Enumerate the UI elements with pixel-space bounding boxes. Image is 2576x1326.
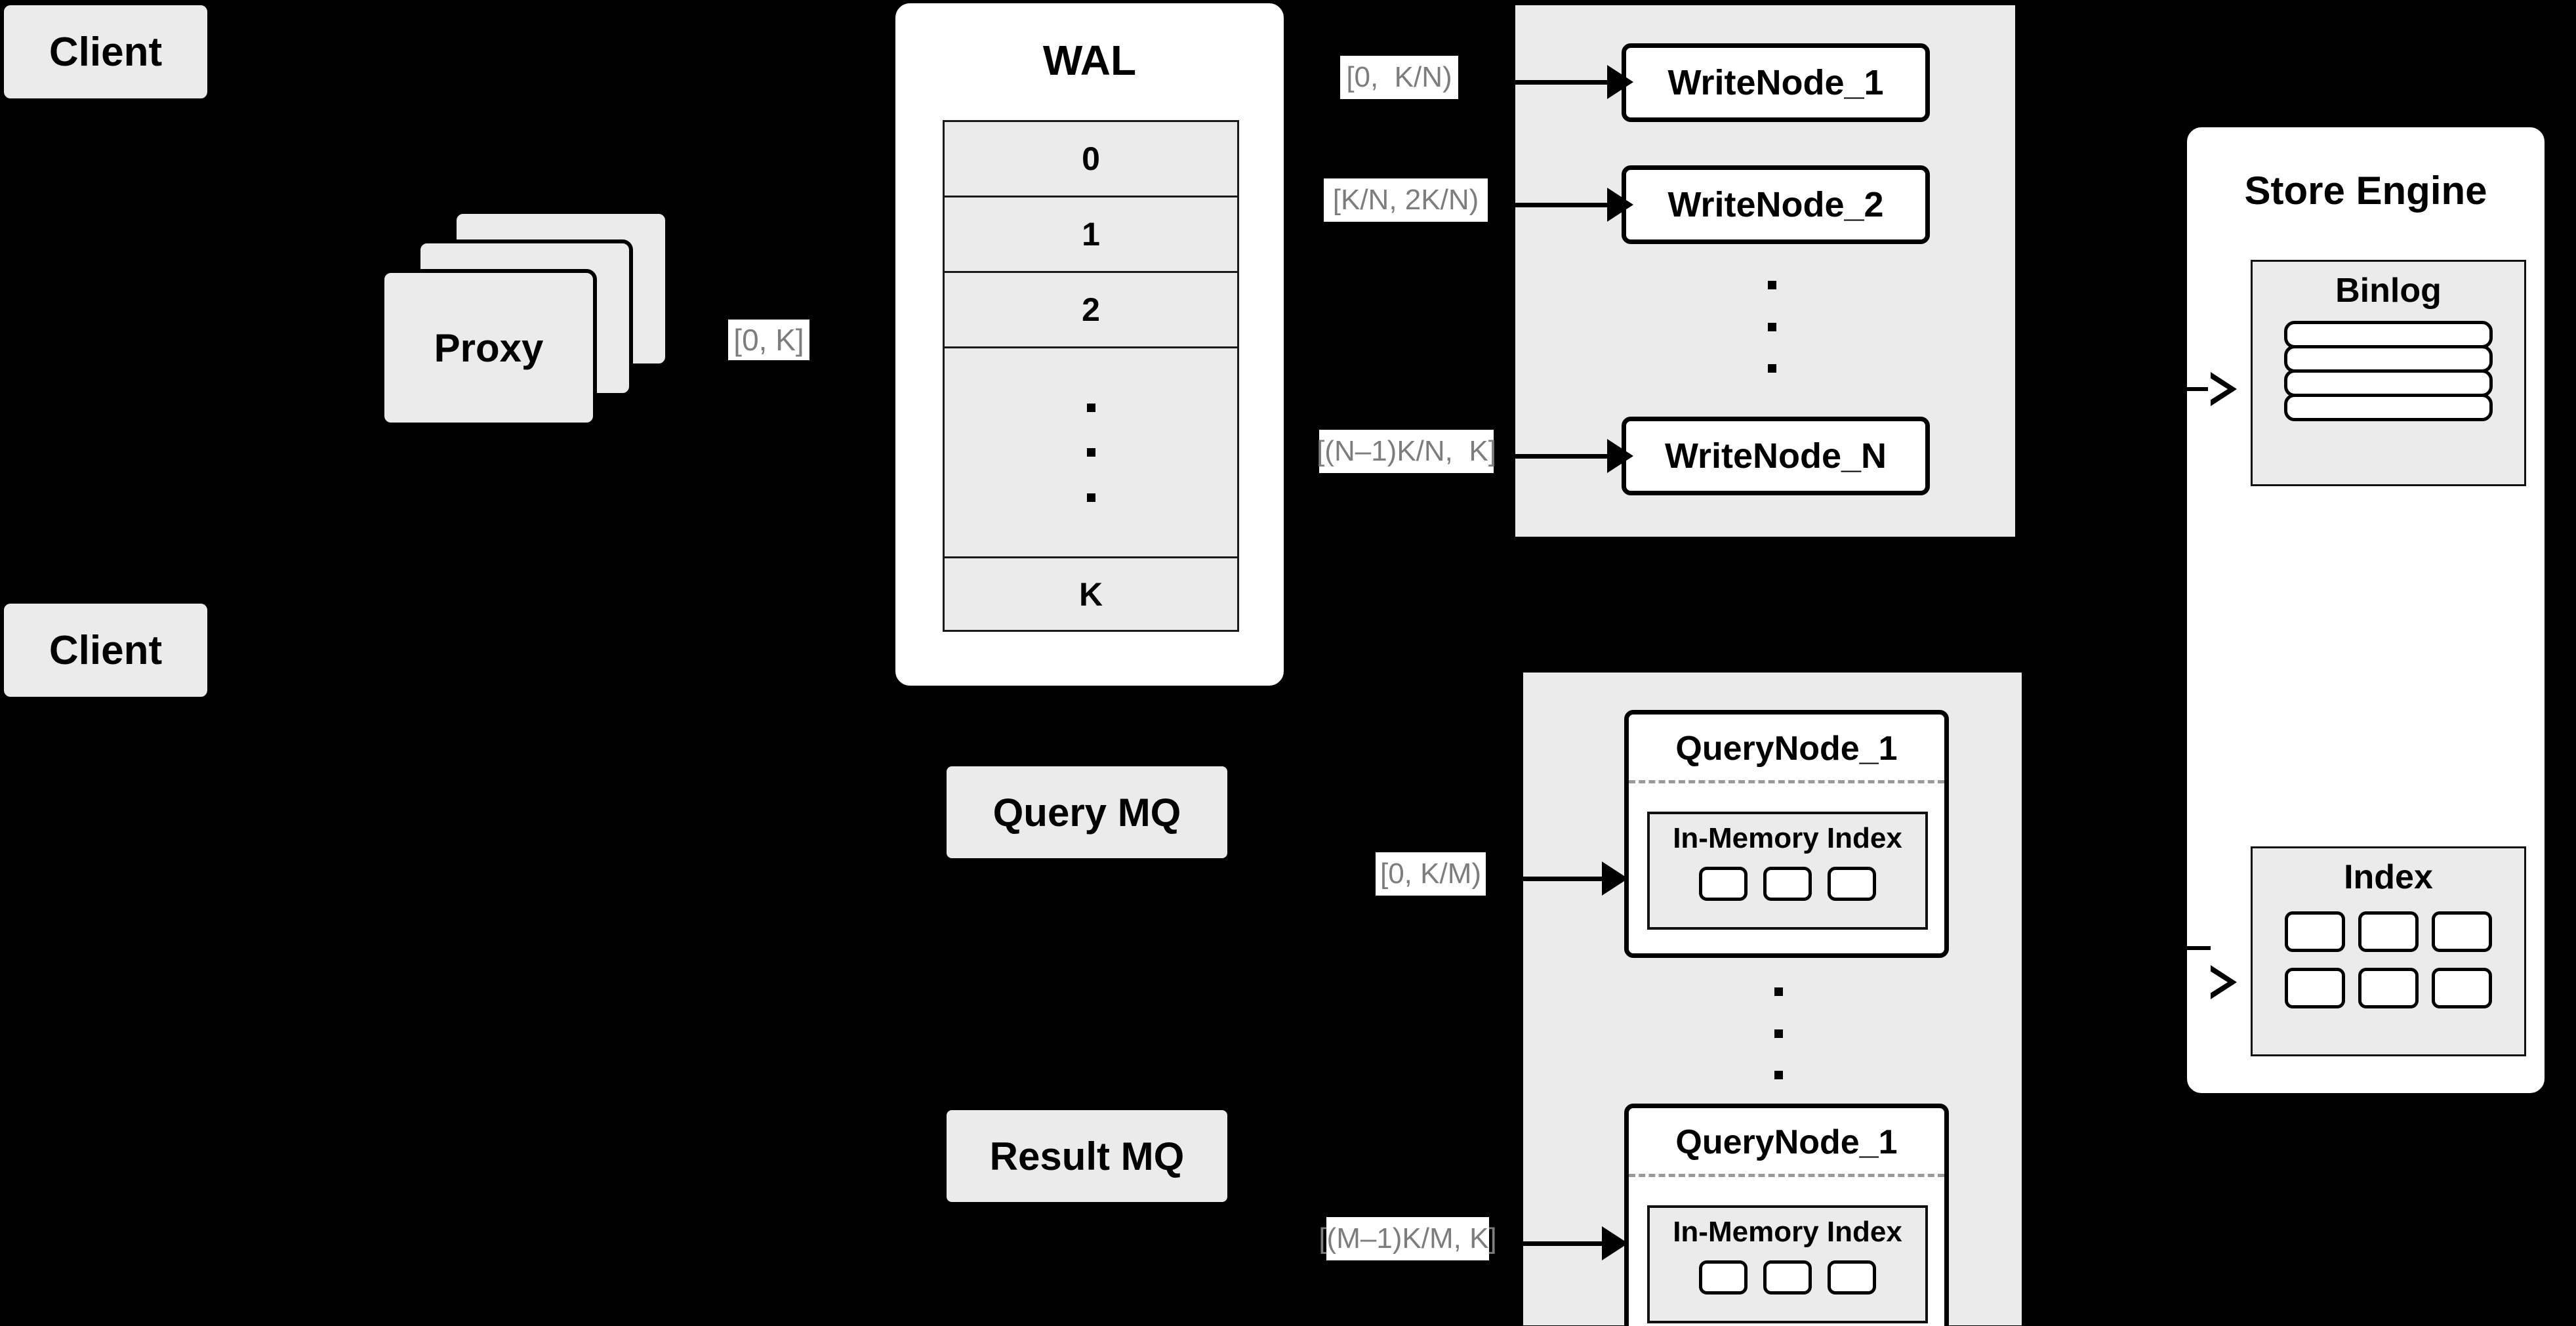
binlog-row[interactable]	[2284, 394, 2493, 421]
write-node-2-range-label: [K/N, 2K/N)	[1324, 178, 1488, 222]
wal-entry[interactable]: K	[943, 556, 1239, 632]
wal-entry[interactable]: 2	[943, 271, 1239, 346]
write-node-n[interactable]: WriteNode_N	[1622, 417, 1930, 495]
in-memory-index-title: In-Memory Index	[1673, 822, 1902, 854]
query-node-ellipsis-icon	[1774, 987, 1783, 1079]
binlog-title: Binlog	[2335, 272, 2442, 310]
query-node-divider	[1629, 1174, 1944, 1177]
client-box-top[interactable]: Client	[4, 5, 207, 98]
binlog-row[interactable]	[2284, 321, 2493, 348]
query-node-m-arrow-line	[1523, 1241, 1602, 1246]
arrow-right-filled-icon	[1607, 439, 1633, 473]
query-node-m[interactable]: QueryNode_1 In-Memory Index	[1624, 1104, 1949, 1326]
binlog-row[interactable]	[2284, 345, 2493, 373]
index-segment[interactable]	[1763, 1260, 1812, 1295]
write-node-2-arrow-line	[1515, 203, 1607, 207]
wal-title: WAL	[1042, 37, 1137, 84]
write-node-1[interactable]: WriteNode_1	[1622, 43, 1930, 122]
arrow-right-filled-icon	[1602, 1226, 1628, 1260]
write-node-1-range-label: [0, K/N)	[1340, 56, 1458, 99]
write-node-n-range-label: [(N–1)K/N, K]	[1317, 430, 1496, 473]
query-node-1-range-label: [0, K/M)	[1376, 852, 1486, 896]
write-node-n-arrow-line	[1515, 454, 1607, 459]
query-node-label: QueryNode_1	[1675, 1123, 1898, 1161]
query-node-1-arrow-line	[1523, 877, 1602, 881]
index-segment[interactable]	[1828, 867, 1876, 901]
client-box-bottom[interactable]: Client	[4, 604, 207, 697]
arrow-right-filled-icon	[1607, 188, 1633, 222]
arrow-right-filled-icon	[1602, 861, 1628, 896]
proxy-stack[interactable]: Proxy	[380, 210, 669, 433]
index-title: Index	[2344, 858, 2433, 896]
index-cell[interactable]	[2432, 911, 2492, 952]
client-label: Client	[49, 29, 163, 75]
binlog-box: Binlog	[2251, 260, 2526, 486]
write-node-group: WriteNode_1 WriteNode_2 WriteNode_N	[1515, 5, 2015, 537]
index-cell[interactable]	[2358, 968, 2419, 1008]
proxy-label: Proxy	[434, 325, 544, 370]
binlog-row[interactable]	[2284, 369, 2493, 397]
wal-panel: WAL 0 1 2 K	[895, 3, 1284, 686]
index-cell[interactable]	[2358, 911, 2419, 952]
index-segment[interactable]	[1699, 1260, 1748, 1295]
index-segment[interactable]	[1699, 867, 1748, 901]
index-cell[interactable]	[2285, 968, 2345, 1008]
store-engine-title: Store Engine	[2244, 169, 2487, 213]
write-node-ellipsis-icon	[1768, 281, 1776, 373]
in-memory-index-box: In-Memory Index	[1647, 812, 1928, 930]
query-node-group: QueryNode_1 In-Memory Index QueryNode_1 …	[1523, 673, 2022, 1326]
in-memory-index-box: In-Memory Index	[1647, 1205, 1928, 1323]
arrow-right-filled-icon	[1607, 65, 1633, 99]
binlog-arrow-line	[2184, 387, 2211, 391]
query-mq-box[interactable]: Query MQ	[947, 766, 1227, 858]
result-mq-box[interactable]: Result MQ	[947, 1110, 1227, 1202]
query-node-divider	[1629, 780, 1944, 783]
in-memory-index-title: In-Memory Index	[1673, 1216, 1902, 1248]
wal-entry[interactable]: 1	[943, 196, 1239, 271]
arrow-right-open-icon	[2208, 372, 2237, 406]
index-arrow-line	[2184, 946, 2211, 950]
wal-entry[interactable]: 0	[943, 120, 1239, 196]
index-segment[interactable]	[1763, 867, 1812, 901]
proxy-range-label: [0, K]	[728, 320, 809, 360]
index-box: Index	[2251, 846, 2526, 1056]
index-cell[interactable]	[2285, 911, 2345, 952]
wal-entry-list: 0 1 2 K	[943, 120, 1239, 632]
index-cell[interactable]	[2432, 968, 2492, 1008]
vertical-ellipsis-icon	[1086, 403, 1095, 502]
query-node-label: QueryNode_1	[1675, 730, 1898, 768]
index-segment[interactable]	[1828, 1260, 1876, 1295]
proxy-card-front[interactable]: Proxy	[380, 269, 597, 426]
store-engine-panel: Store Engine Binlog Index	[2187, 127, 2545, 1093]
write-node-2[interactable]: WriteNode_2	[1622, 165, 1930, 244]
write-node-1-arrow-line	[1515, 80, 1607, 85]
wal-entry-ellipsis	[943, 346, 1239, 556]
client-label: Client	[49, 627, 163, 673]
arrow-right-open-icon	[2208, 965, 2237, 999]
query-node-1[interactable]: QueryNode_1 In-Memory Index	[1624, 710, 1949, 958]
query-node-m-range-label: [(M–1)K/M, K]	[1319, 1217, 1497, 1260]
